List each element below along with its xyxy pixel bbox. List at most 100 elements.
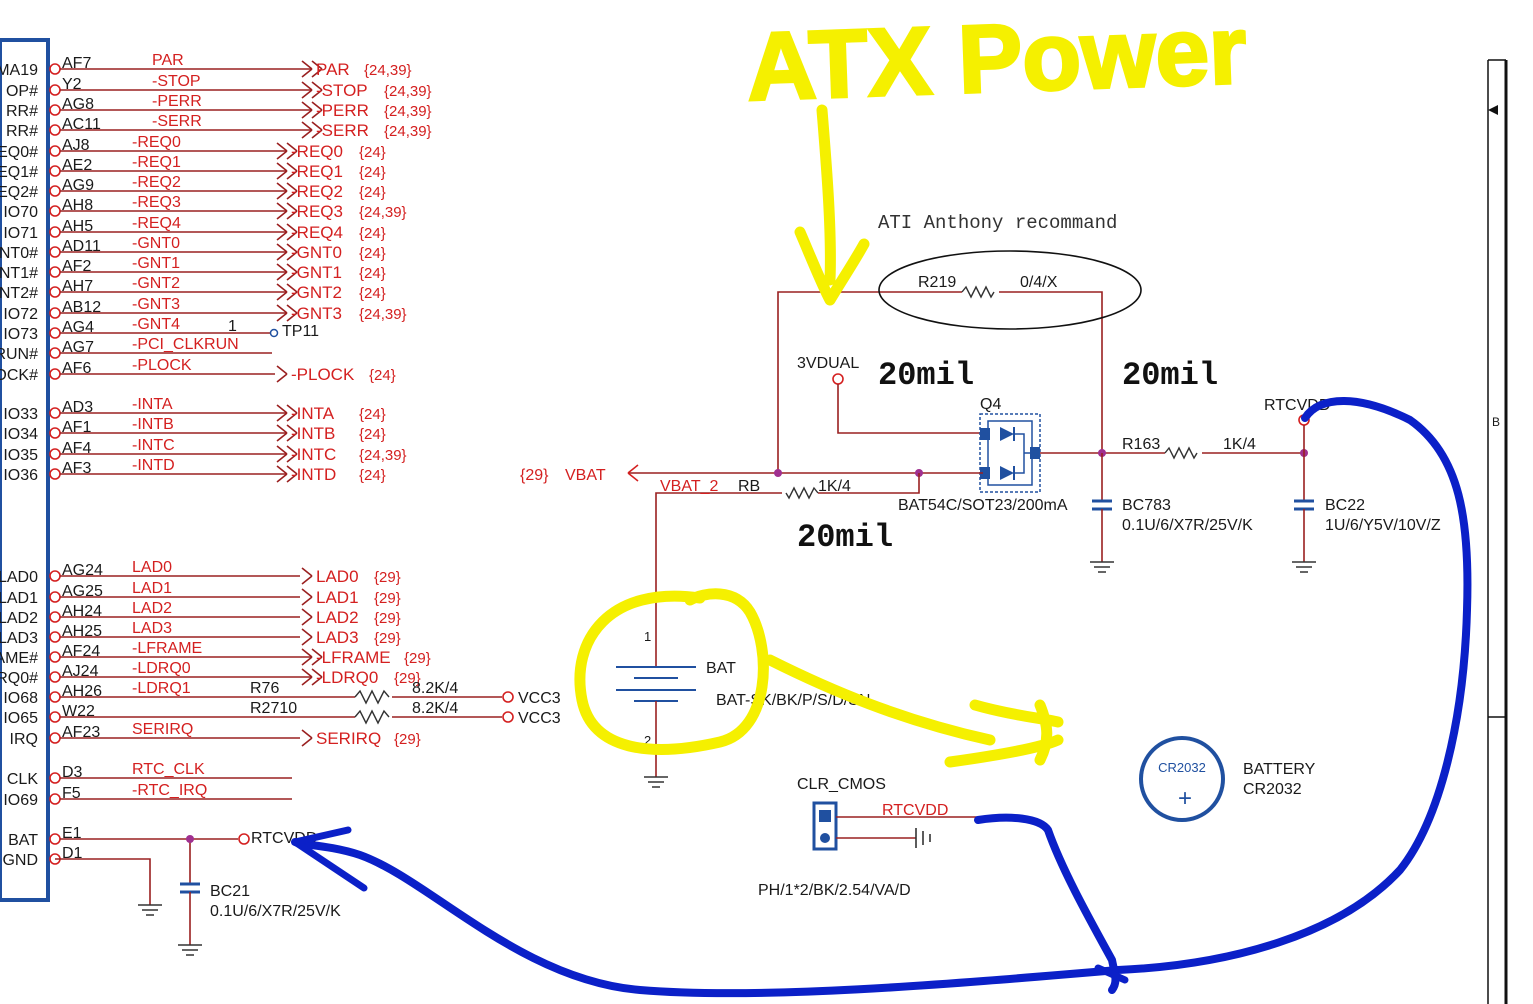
chip-pin-net: -LDRQ0 [132,660,191,677]
chip-pin-label: AME# [0,650,38,667]
bidir-arrow [301,81,323,99]
chip-pin-net: LAD3 [132,620,172,637]
chip-pin-ball: AH24 [62,603,102,620]
clr-net: RTCVDD [882,802,948,819]
chip-pin-terminal [49,631,61,643]
chip-pin-ball: AH25 [62,623,102,640]
width-note-c: 20mil [797,519,893,556]
chip-pin-ball: Y2 [62,76,82,93]
vbat-junction-1 [774,469,782,477]
rb-ref: RB [738,478,760,495]
chip-pin-net: -REQ4 [132,215,181,232]
bidir-arrow [276,445,298,463]
chip-pin-dest: SERIRQ [316,729,381,748]
chip-pin-dest: -GNT3 [291,304,342,323]
out-arrow [276,365,288,383]
bidir-arrow [276,283,298,301]
chip-pin-terminal [49,266,61,278]
bidir-arrow [276,162,298,180]
chip-pin-net: -LFRAME [132,640,202,657]
chip-pin-label: MA19 [0,62,38,79]
battery-value: CR2032 [1243,781,1302,798]
chip-pin-label: EQ0# [0,144,38,161]
vbat-arrow [627,464,639,482]
chip-pin-label: IO72 [3,306,38,323]
clr-ref: CLR_CMOS [797,776,886,793]
chip-pin-terminal [49,368,61,380]
r219-highlight-ellipse [878,250,1142,330]
rb-zigzag [785,486,819,500]
chip-pin-ball: AE2 [62,157,92,174]
atx-power-title: ATX Power [745,0,1248,121]
coin-text: CR2032 [1158,760,1206,775]
bc22-capacitor: BC22 1U/6/Y5V/10V/Z [1292,497,1441,573]
yellow-circle-bat [574,588,769,755]
chip-pin-label: EQ2# [0,184,38,201]
chip-pin-net: -REQ1 [132,154,181,171]
chip-pin-ball: AF24 [62,643,100,660]
chip-pin-net: -REQ0 [132,134,181,151]
bidir-arrow [276,142,298,160]
chip-pin-terminal [49,468,61,480]
r219-value: 0/4/X [1020,274,1058,291]
bc783-capacitor: BC783 0.1U/6/X7R/25V/K [1090,453,1253,573]
bidir-arrow [276,304,298,322]
frame-letter: B [1492,415,1500,429]
battery-bat: 1 2 BAT BAT-SK/BK/P/S/D/SN [616,610,870,788]
r219-right-wire [999,291,1103,453]
chip-pin-net: -REQ2 [132,174,181,191]
clr-value: PH/1*2/BK/2.54/VA/D [758,882,911,899]
chip-pin-net: -INTA [132,396,173,413]
chip-pin-dest: -INTD [291,465,336,484]
chip-pin-net: -GNT1 [132,255,180,272]
chip-pin-label: IO65 [3,710,38,727]
chip-pin-ball: AB12 [62,299,101,316]
r76-ref: R76 [250,680,279,697]
bidir-arrow [301,101,323,119]
chip-pin-ball: AG25 [62,583,103,600]
chip-pin-dest: -INTC [291,445,336,464]
chip-pin-ball: F5 [62,785,81,802]
chip-pin-dest: -LDRQ0 [316,668,378,687]
out-arrow [301,628,313,646]
chip-pin-net: -INTD [132,457,175,474]
chip-pin-label: IO34 [3,426,38,443]
bc21-ref: BC21 [210,883,250,900]
chip-pin-label: NT2# [0,285,38,302]
chip-pin-ball: AH5 [62,218,93,235]
r76-value: 8.2K/4 [412,680,458,697]
bc783-ref: BC783 [1122,497,1171,514]
width-note-b: 20mil [1122,357,1218,394]
chip-pin-ball: AF6 [62,360,91,377]
chip-pin-ref: {24} [369,367,396,384]
chip-pin-label: LAD0 [0,569,38,586]
chip-pin-terminal [49,347,61,359]
chip-pin-ref: {24} [359,245,386,262]
chip-pin-ref: {24} [359,265,386,282]
chip-pin-ball: AH7 [62,278,93,295]
chip-pin-net: -RTC_IRQ [132,782,207,799]
bc21-value: 0.1U/6/X7R/25V/K [210,903,341,920]
chip-pin-label: IO36 [3,467,38,484]
bidir-arrow [276,263,298,281]
sheet-frame: B [1487,59,1508,1004]
vdual-wire [837,384,983,434]
chip-pin-label: LAD2 [0,610,38,627]
chip-pin-dest: -REQ4 [291,223,343,242]
chip-pin-ball: AD3 [62,399,93,416]
clr-cmos-jumper: CLR_CMOS RTCVDD PH/1*2/BK/2.54/VA/D [758,776,978,899]
chip-pin-ref: {24} [359,467,386,484]
vdual-label: 3VDUAL [797,355,859,372]
r2710-value: 8.2K/4 [412,700,458,717]
vbat-label: VBAT [565,467,606,484]
r219-left-wire [777,291,962,473]
chip-pin-ref: {24} [359,406,386,423]
chip-pin-ball: W22 [62,703,95,720]
chip-pin-ball: AF7 [62,55,91,72]
chip-pin-ball: D3 [62,764,83,781]
chip-pin-ref: {24} [359,285,386,302]
chip-pin-label: LAD3 [0,630,38,647]
yellow-arrow-right [764,654,1064,768]
chip-pin-terminal [49,84,61,96]
chip-pin-dest: -INTA [291,404,335,423]
